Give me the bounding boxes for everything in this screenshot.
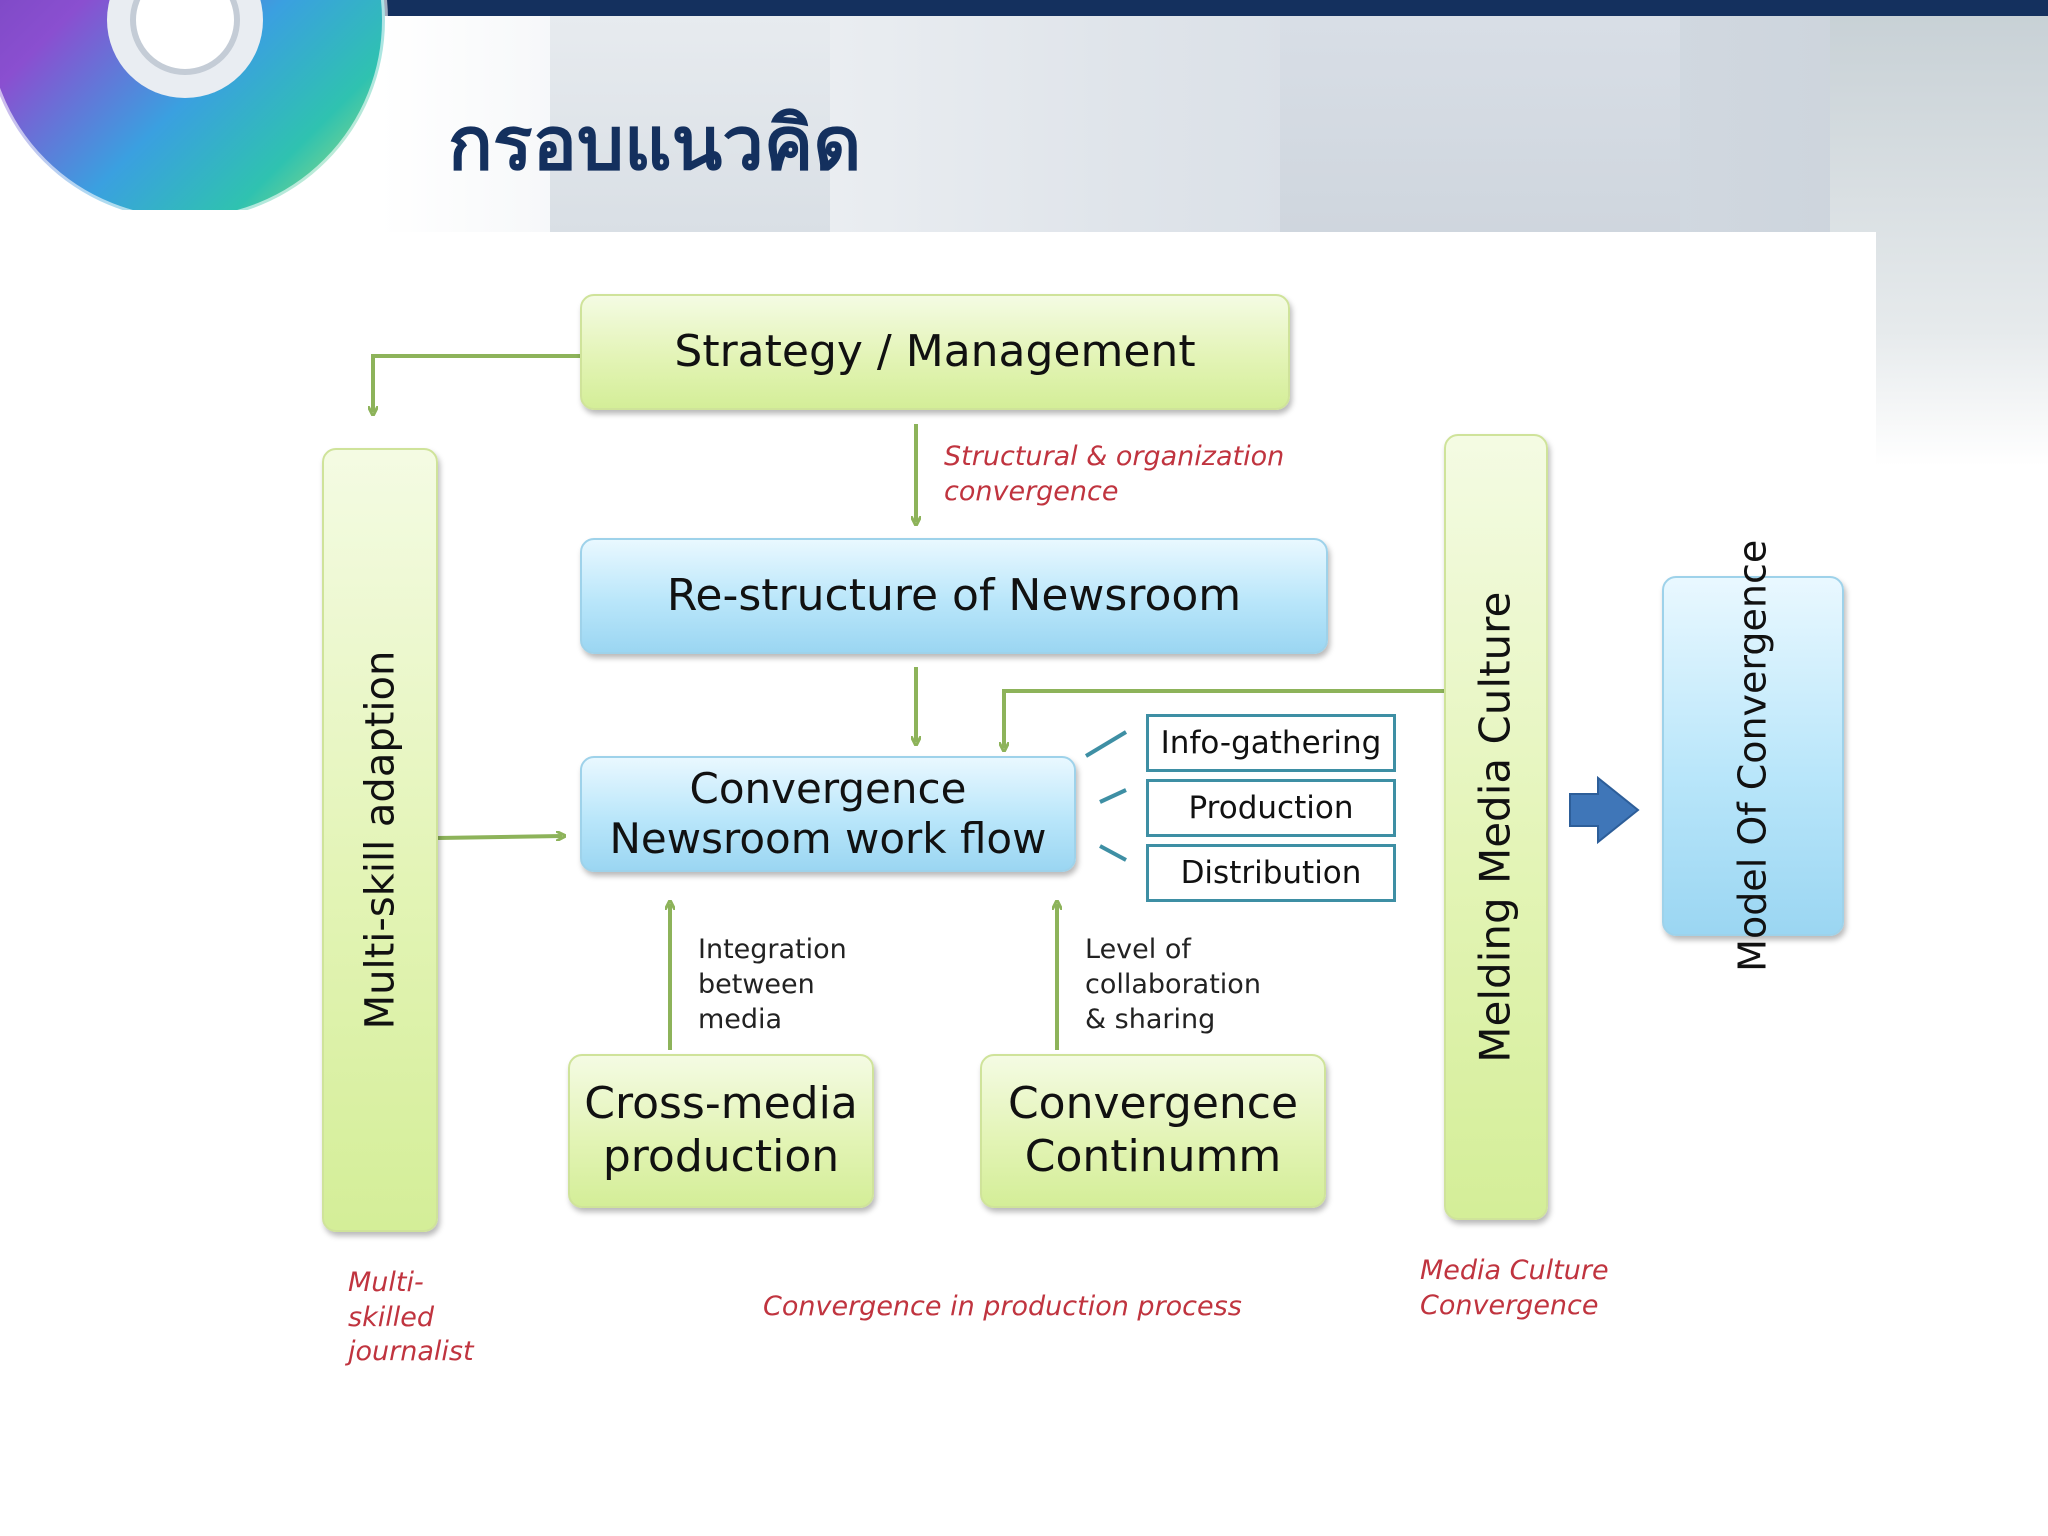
restructure-label: Re-structure of Newsroom <box>666 569 1242 621</box>
connector-multiskill-to-workflow <box>437 836 562 838</box>
restructure-box: Re-structure of Newsroom <box>580 538 1328 654</box>
step-label: Production <box>1188 790 1354 826</box>
journalist-label: Multi- skilled journalist <box>348 1267 474 1368</box>
collaboration-note: Level of collaboration & sharing <box>1085 934 1261 1036</box>
connector-strategy-to-multiskill <box>373 354 580 412</box>
structural-label: Structural & organization convergence <box>944 441 1285 507</box>
strategy-box: Strategy / Management <box>580 294 1290 410</box>
workflow-label: Convergence Newsroom work flow <box>609 763 1047 863</box>
step-info-gathering: Info-gathering <box>1146 714 1396 772</box>
cross-media-label: Cross-media production <box>584 1078 858 1182</box>
top-bar <box>0 0 2048 16</box>
media-culture-label: Media Culture Convergence <box>1420 1255 1609 1321</box>
continuum-box: Convergence Continumm <box>980 1054 1326 1208</box>
integration-note: Integration between media <box>698 934 847 1036</box>
connector-step-info <box>1084 730 1128 758</box>
multi-skill-box: Multi-skill adaption <box>322 448 438 1232</box>
multi-skill-label: Multi-skill adaption <box>357 650 404 1030</box>
model-box: Model Of Convergence <box>1662 540 1844 972</box>
diagram-connectors <box>280 354 1640 1050</box>
step-production: Production <box>1146 779 1396 837</box>
step-label: Distribution <box>1180 855 1362 891</box>
model-label: Model Of Convergence <box>1730 539 1775 973</box>
banner-panel <box>550 16 830 232</box>
diagram-canvas: Strategy / Management Re-structure of Ne… <box>280 232 1876 1536</box>
banner-panel <box>1280 16 1680 232</box>
step-label: Info-gathering <box>1160 725 1382 761</box>
connector-melding-to-workflow <box>1004 689 1444 748</box>
production-process-label: Convergence in production process <box>763 1291 1242 1322</box>
workflow-box: Convergence Newsroom work flow <box>580 756 1076 872</box>
continuum-label: Convergence Continumm <box>1007 1078 1299 1182</box>
cross-media-box: Cross-media production <box>568 1054 874 1208</box>
step-distribution: Distribution <box>1146 844 1396 902</box>
strategy-label: Strategy / Management <box>674 325 1196 377</box>
cd-disc-icon <box>0 0 388 210</box>
connector-step-production <box>1099 788 1127 804</box>
connector-step-distribution <box>1099 844 1127 862</box>
melding-label: Melding Media Culture <box>1470 591 1520 1063</box>
big-arrow-icon <box>1569 775 1640 845</box>
page-title: กรอบแนวคิด <box>448 101 862 187</box>
melding-box: Melding Media Culture <box>1444 434 1548 1220</box>
